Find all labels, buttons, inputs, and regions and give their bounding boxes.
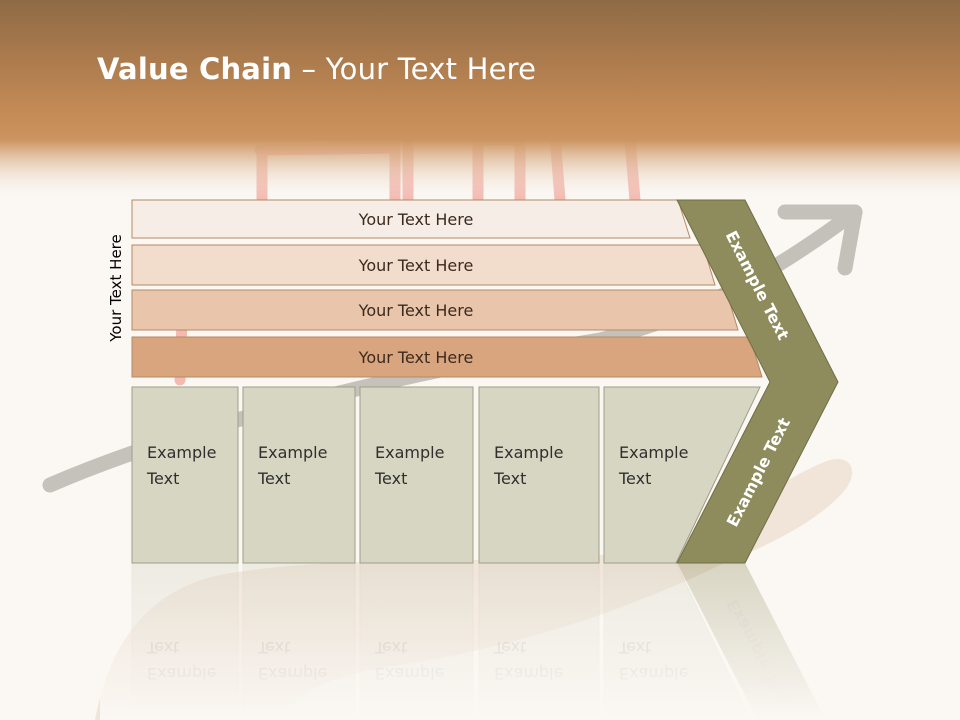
box-label-line1: Example — [619, 443, 688, 462]
box-label-line1: Example — [147, 443, 216, 462]
band-label: Your Text Here — [358, 210, 474, 229]
box-shape — [478, 386, 600, 564]
box-shape — [242, 386, 356, 564]
box-label-line1: Example — [494, 443, 563, 462]
box-shape — [359, 386, 474, 564]
band-row: Your Text Here — [131, 199, 691, 239]
band-shape — [131, 244, 716, 286]
box-label-line2: Text — [493, 469, 526, 488]
box-shape — [131, 386, 239, 564]
band-shape — [131, 289, 739, 331]
band-row: Your Text Here — [131, 289, 739, 331]
box-label-line2: Text — [257, 469, 290, 488]
band-label: Your Text Here — [358, 301, 474, 320]
reflection: ExampleTextExampleTextExampleTextExample… — [100, 562, 860, 720]
title-rest: – Your Text Here — [292, 52, 537, 86]
band-shape — [131, 199, 691, 239]
band-shape — [131, 336, 763, 378]
box-shape — [603, 386, 761, 564]
band-row: Your Text Here — [131, 336, 763, 378]
title-bold: Value Chain — [97, 52, 293, 86]
box-label-line2: Text — [618, 469, 651, 488]
band-label: Your Text Here — [358, 256, 474, 275]
box-label-line1: Example — [258, 443, 327, 462]
box-label-line2: Text — [374, 469, 407, 488]
box-label-line1: Example — [375, 443, 444, 462]
chevron-shape — [676, 199, 839, 564]
band-label: Your Text Here — [358, 348, 474, 367]
page-title: Value Chain – Your Text Here — [97, 52, 536, 86]
band-row: Your Text Here — [131, 244, 716, 286]
box-label-line2: Text — [146, 469, 179, 488]
reflection-fade — [100, 563, 860, 720]
